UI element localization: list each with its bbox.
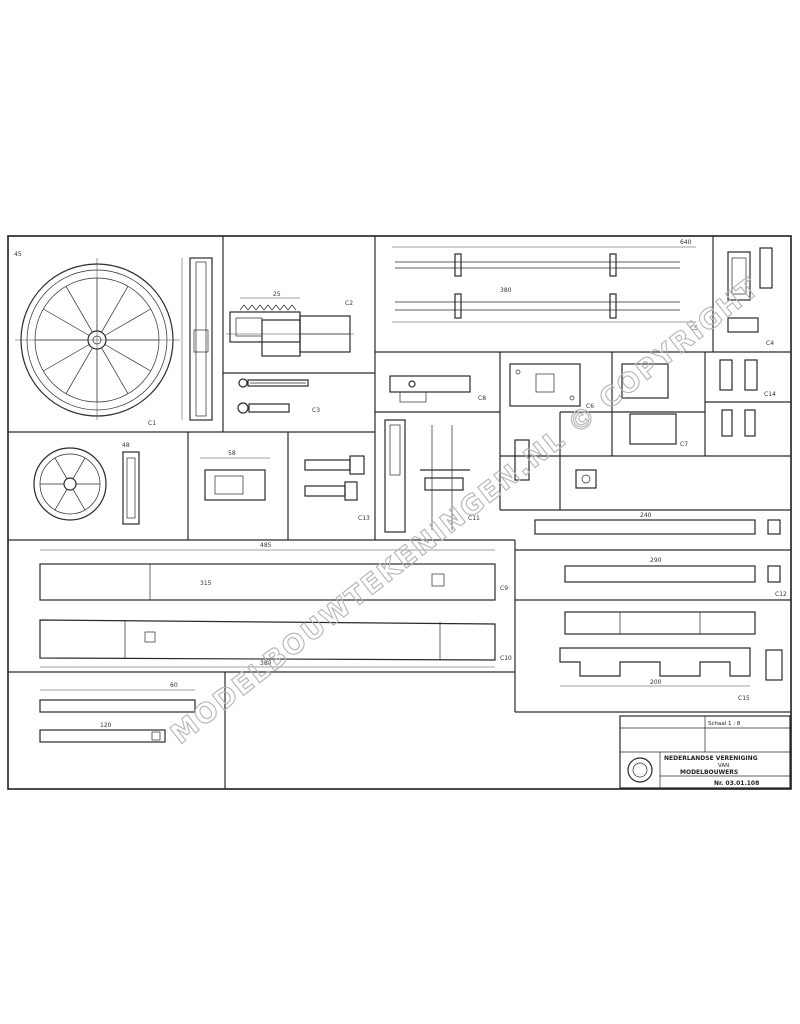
watermark-text: MODELBOUWTEKENINGEN.NL © COPYRIGHT [165,272,765,751]
dim-label: 485 [260,542,272,549]
detail-mark: C12 [775,591,787,598]
middle-details: C8 C6 C7 C14 C11 [384,359,776,533]
dim-label: 45 [14,251,22,258]
dim-label: 290 [650,557,662,564]
detail-mark: C15 [738,695,750,702]
spoke [104,344,151,372]
sheet-frame [7,235,792,790]
right-bar-drawings: 240 290 C12 200 C15 [534,512,787,702]
dim-label: 380 [500,287,512,294]
scale-text: Schaal 1 : 8 [708,721,741,727]
detail-mark: C11 [468,515,480,522]
small-wheel-drawing: 48 [33,442,140,525]
detail-mark: C13 [358,515,370,522]
dim-label: 240 [640,512,652,519]
detail-mark: C5 [690,325,698,332]
dim-label: 60 [170,682,178,689]
dim-label: 25 [273,291,281,298]
hub-section-drawing: 25 C2 [226,291,354,357]
seal-icon [627,757,653,783]
detail-mark: C1 [148,420,156,427]
dim-label: 200 [650,679,662,686]
detail-mark: C14 [764,391,776,398]
dim-label: 315 [200,580,212,587]
dim-label: 380 [260,660,272,667]
long-beam-drawings: 485 315 C9 380 C10 [39,542,512,668]
spoke [54,457,68,479]
detail-mark: C7 [680,441,688,448]
bolt-drawing: C13 [304,455,370,522]
spoke [104,308,151,336]
short-bar-drawings: 60 120 [39,682,196,743]
title-line-1: NEDERLANDSE VERENIGING [664,755,758,762]
detail-mark: C8 [478,395,486,402]
hub-block-drawing: 58 [200,450,270,501]
pin-detail-drawing: C3 [237,378,320,414]
dim-label: 640 [680,239,692,246]
detail-mark: C6 [586,403,594,410]
large-wheel-drawing: 45 C1 [14,251,213,427]
spoke [65,347,93,394]
spoke [43,344,90,372]
dim-label: 120 [100,722,112,729]
drawing-number: Nr. 03.01.108 [714,780,759,787]
spoke [54,489,68,511]
detail-mark: C4 [766,340,774,347]
spoke [72,457,86,479]
title-line-3: MODELBOUWERS [680,769,738,776]
detail-mark: C3 [312,407,320,414]
detail-mark: C9 [500,585,508,592]
title-line-2: VAN [718,763,729,769]
dim-label: 58 [228,450,236,457]
spoke [72,489,86,511]
axle-drawings: 640 380 C5 C4 [392,239,774,347]
spoke [101,347,129,394]
title-block: Schaal 1 : 8 NEDERLANDSE VERENIGING VAN … [619,715,791,789]
dim-label: 48 [122,442,130,449]
spoke [65,286,93,333]
spoke [101,286,129,333]
detail-mark: C2 [345,300,353,307]
spoke [43,308,90,336]
watermark: MODELBOUWTEKENINGEN.NL © COPYRIGHT [165,271,767,751]
detail-mark: C10 [500,655,512,662]
